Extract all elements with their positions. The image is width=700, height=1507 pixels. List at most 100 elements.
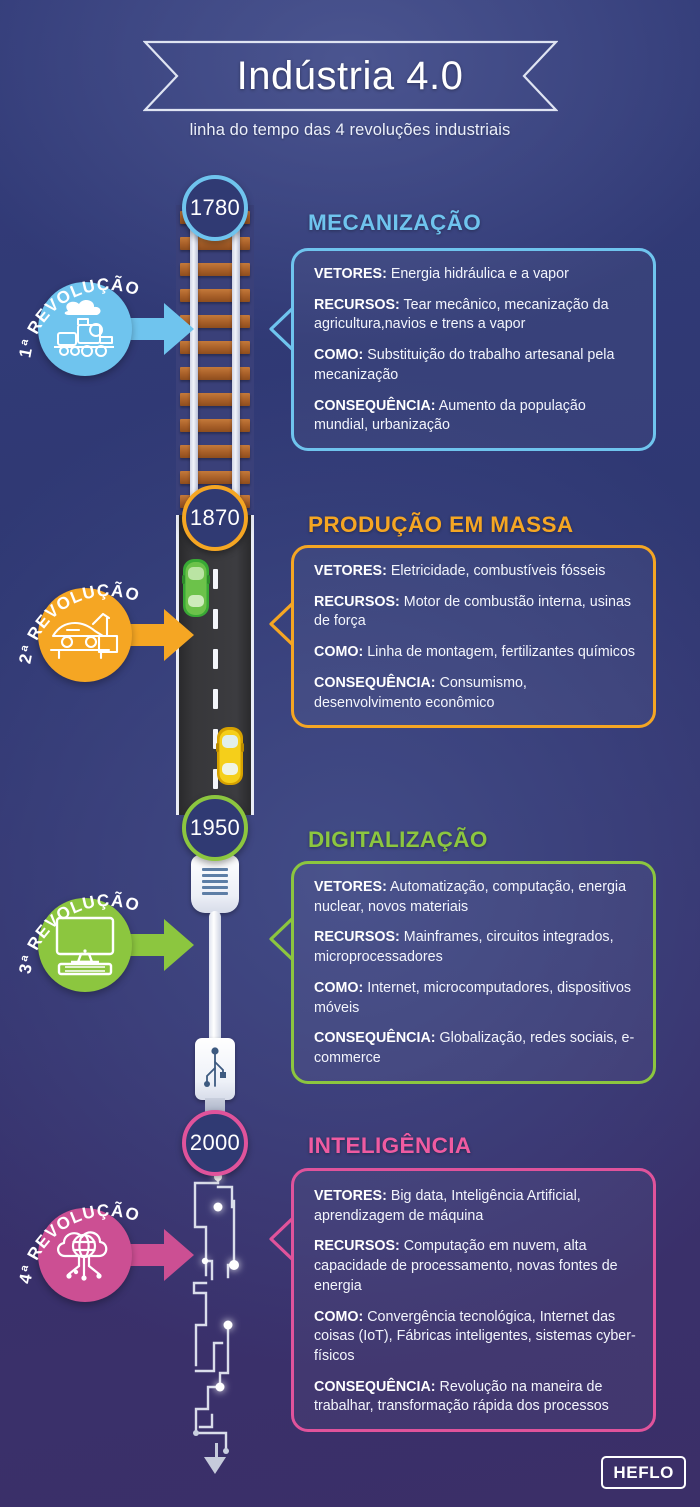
badge-label-1: 1ª REVOLUÇÃO — [15, 274, 141, 359]
panel-beak-4 — [269, 1215, 294, 1263]
row-recursos: RECURSOS: Mainframes, circuitos integrad… — [314, 928, 636, 967]
highway-road-icon — [176, 515, 254, 815]
row-consequencia: CONSEQUÊNCIA: Consumismo, desenvolviment… — [314, 674, 636, 713]
title-banner: Indústria 4.0 — [142, 40, 558, 112]
row-label: RECURSOS: — [314, 1238, 400, 1255]
panel-inteligencia: VETORES: Big data, Inteligência Artifici… — [291, 1168, 656, 1433]
badge-label-2: 2ª REVOLUÇÃO — [15, 580, 141, 665]
panel-beak-3 — [269, 915, 294, 963]
badge-label-3: 3ª REVOLUÇÃO — [15, 890, 141, 975]
yellow-car-icon — [215, 725, 245, 792]
row-vetores: VETORES: Automatização, computação, ener… — [314, 878, 636, 917]
year-marker-1950[interactable]: 1950 — [182, 795, 248, 861]
row-text: Energia hidráulica e a vapor — [390, 266, 569, 282]
row-text: Computação em nuvem, alta capacidade de … — [314, 1238, 618, 1294]
arrow-right-icon — [108, 1229, 194, 1281]
arrow-right-icon — [108, 919, 194, 971]
svg-text:2ª REVOLUÇÃO: 2ª REVOLUÇÃO — [15, 580, 142, 665]
badge-label-arc: 4ª REVOLUÇÃO — [15, 1200, 142, 1285]
row-text: Substituição do trabalho artesanal pela … — [314, 347, 615, 383]
usb-connector-head — [191, 845, 239, 913]
row-text: Tear mecânico, mecanização da agricultur… — [314, 296, 609, 333]
row-label: RECURSOS: — [314, 593, 400, 610]
row-label: CONSEQUÊNCIA: — [314, 674, 436, 691]
badge-label-4: 4ª REVOLUÇÃO — [15, 1200, 141, 1285]
badge-label-arc: 2ª REVOLUÇÃO — [15, 580, 142, 665]
green-car-icon — [181, 557, 211, 624]
desktop-computer-icon — [38, 898, 132, 992]
row-como: COMO: Convergência tecnológica, Internet… — [314, 1308, 636, 1367]
row-text: Automatização, computação, energia nucle… — [314, 879, 627, 915]
row-text: Aumento da população mundial, urbanizaçã… — [314, 397, 586, 434]
row-como: COMO: Linha de montagem, fertilizantes q… — [314, 643, 636, 663]
row-text: Consumismo, desenvolvimento econômico — [314, 674, 527, 711]
badge-revolution-4[interactable]: 4ª REVOLUÇÃO — [12, 1176, 194, 1326]
header: Indústria 4.0 linha do tempo das 4 revol… — [0, 40, 700, 140]
page-title: Indústria 4.0 — [236, 54, 464, 98]
row-label: VETORES: — [314, 563, 387, 579]
row-label: CONSEQUÊNCIA: — [314, 397, 436, 414]
year-marker-2000[interactable]: 2000 — [182, 1110, 248, 1176]
badge-revolution-1[interactable]: 1ª REVOLUÇÃO — [12, 250, 194, 400]
row-como: COMO: Internet, microcomputadores, dispo… — [314, 979, 636, 1018]
row-label: CONSEQUÊNCIA: — [314, 1030, 436, 1047]
row-recursos: RECURSOS: Motor de combustão interna, us… — [314, 593, 636, 632]
row-label: VETORES: — [314, 266, 387, 282]
badge-label-arc: 3ª REVOLUÇÃO — [15, 890, 142, 975]
row-label: VETORES: — [314, 1188, 387, 1204]
panel-beak-2 — [269, 600, 294, 648]
badge-revolution-2[interactable]: 2ª REVOLUÇÃO — [12, 556, 194, 706]
row-vetores: VETORES: Energia hidráulica e a vapor — [314, 265, 636, 285]
section-heading-digitalizacao: DIGITALIZAÇÃO — [308, 827, 488, 852]
year-marker-1870[interactable]: 1870 — [182, 485, 248, 551]
row-text: Big data, Inteligência Artificial, apren… — [314, 1188, 581, 1224]
timeline-end-arrow-icon — [204, 1457, 226, 1474]
car-assembly-line-icon — [38, 588, 132, 682]
svg-text:1ª REVOLUÇÃO: 1ª REVOLUÇÃO — [15, 274, 142, 359]
row-text: Eletricidade, combustíveis fósseis — [390, 563, 606, 579]
row-label: VETORES: — [314, 879, 387, 895]
usb-cable-icon — [176, 845, 254, 1114]
circuit-board-icon — [160, 1165, 270, 1474]
row-label: COMO: — [314, 644, 364, 661]
panel-producao-em-massa: VETORES: Eletricidade, combustíveis fóss… — [291, 545, 656, 729]
rail-left — [190, 205, 198, 510]
cloud-network-globe-icon — [38, 1208, 132, 1302]
row-text: Globalização, redes sociais, e-commerce — [314, 1030, 635, 1067]
row-text: Motor de combustão interna, usinas de fo… — [314, 593, 632, 630]
badge-label-arc: 1ª REVOLUÇÃO — [15, 274, 142, 359]
row-text: Mainframes, circuitos integrados, microp… — [314, 929, 614, 966]
svg-text:4ª REVOLUÇÃO: 4ª REVOLUÇÃO — [15, 1200, 142, 1285]
row-label: COMO: — [314, 347, 364, 364]
row-label: RECURSOS: — [314, 929, 400, 946]
year-marker-1780[interactable]: 1780 — [182, 175, 248, 241]
row-vetores: VETORES: Big data, Inteligência Artifici… — [314, 1187, 636, 1226]
row-text: Convergência tecnológica, Internet das c… — [314, 1308, 636, 1365]
row-vetores: VETORES: Eletricidade, combustíveis fóss… — [314, 562, 636, 582]
usb-symbol-icon — [204, 1047, 226, 1087]
heflo-logo[interactable]: HEFLO — [601, 1456, 686, 1489]
section-heading-inteligencia: INTELIGÊNCIA — [308, 1133, 472, 1158]
row-text: Internet, microcomputadores, dispositivo… — [314, 979, 632, 1016]
row-text: Linha de montagem, fertilizantes químico… — [367, 644, 636, 661]
badge-revolution-3[interactable]: 3ª REVOLUÇÃO — [12, 866, 194, 1016]
banner-ribbon-icon — [142, 40, 558, 112]
section-heading-mecanizacao: MECANIZAÇÃO — [308, 210, 482, 235]
usb-cord — [209, 911, 221, 1046]
svg-text:3ª REVOLUÇÃO: 3ª REVOLUÇÃO — [15, 890, 142, 975]
rail-right — [232, 205, 240, 510]
arrow-right-icon — [108, 609, 194, 661]
row-label: COMO: — [314, 1308, 364, 1325]
steam-train-icon — [38, 282, 132, 376]
row-label: COMO: — [314, 979, 364, 996]
row-como: COMO: Substituição do trabalho artesanal… — [314, 346, 636, 385]
row-label: CONSEQUÊNCIA: — [314, 1378, 436, 1395]
panel-mecanizacao: VETORES: Energia hidráulica e a vapor RE… — [291, 248, 656, 452]
row-recursos: RECURSOS: Computação em nuvem, alta capa… — [314, 1237, 636, 1296]
row-consequencia: CONSEQUÊNCIA: Globalização, redes sociai… — [314, 1029, 636, 1068]
row-consequencia: CONSEQUÊNCIA: Aumento da população mundi… — [314, 397, 636, 436]
arrow-right-icon — [108, 303, 194, 355]
page-subtitle: linha do tempo das 4 revoluções industri… — [189, 121, 511, 139]
row-label: RECURSOS: — [314, 296, 400, 313]
